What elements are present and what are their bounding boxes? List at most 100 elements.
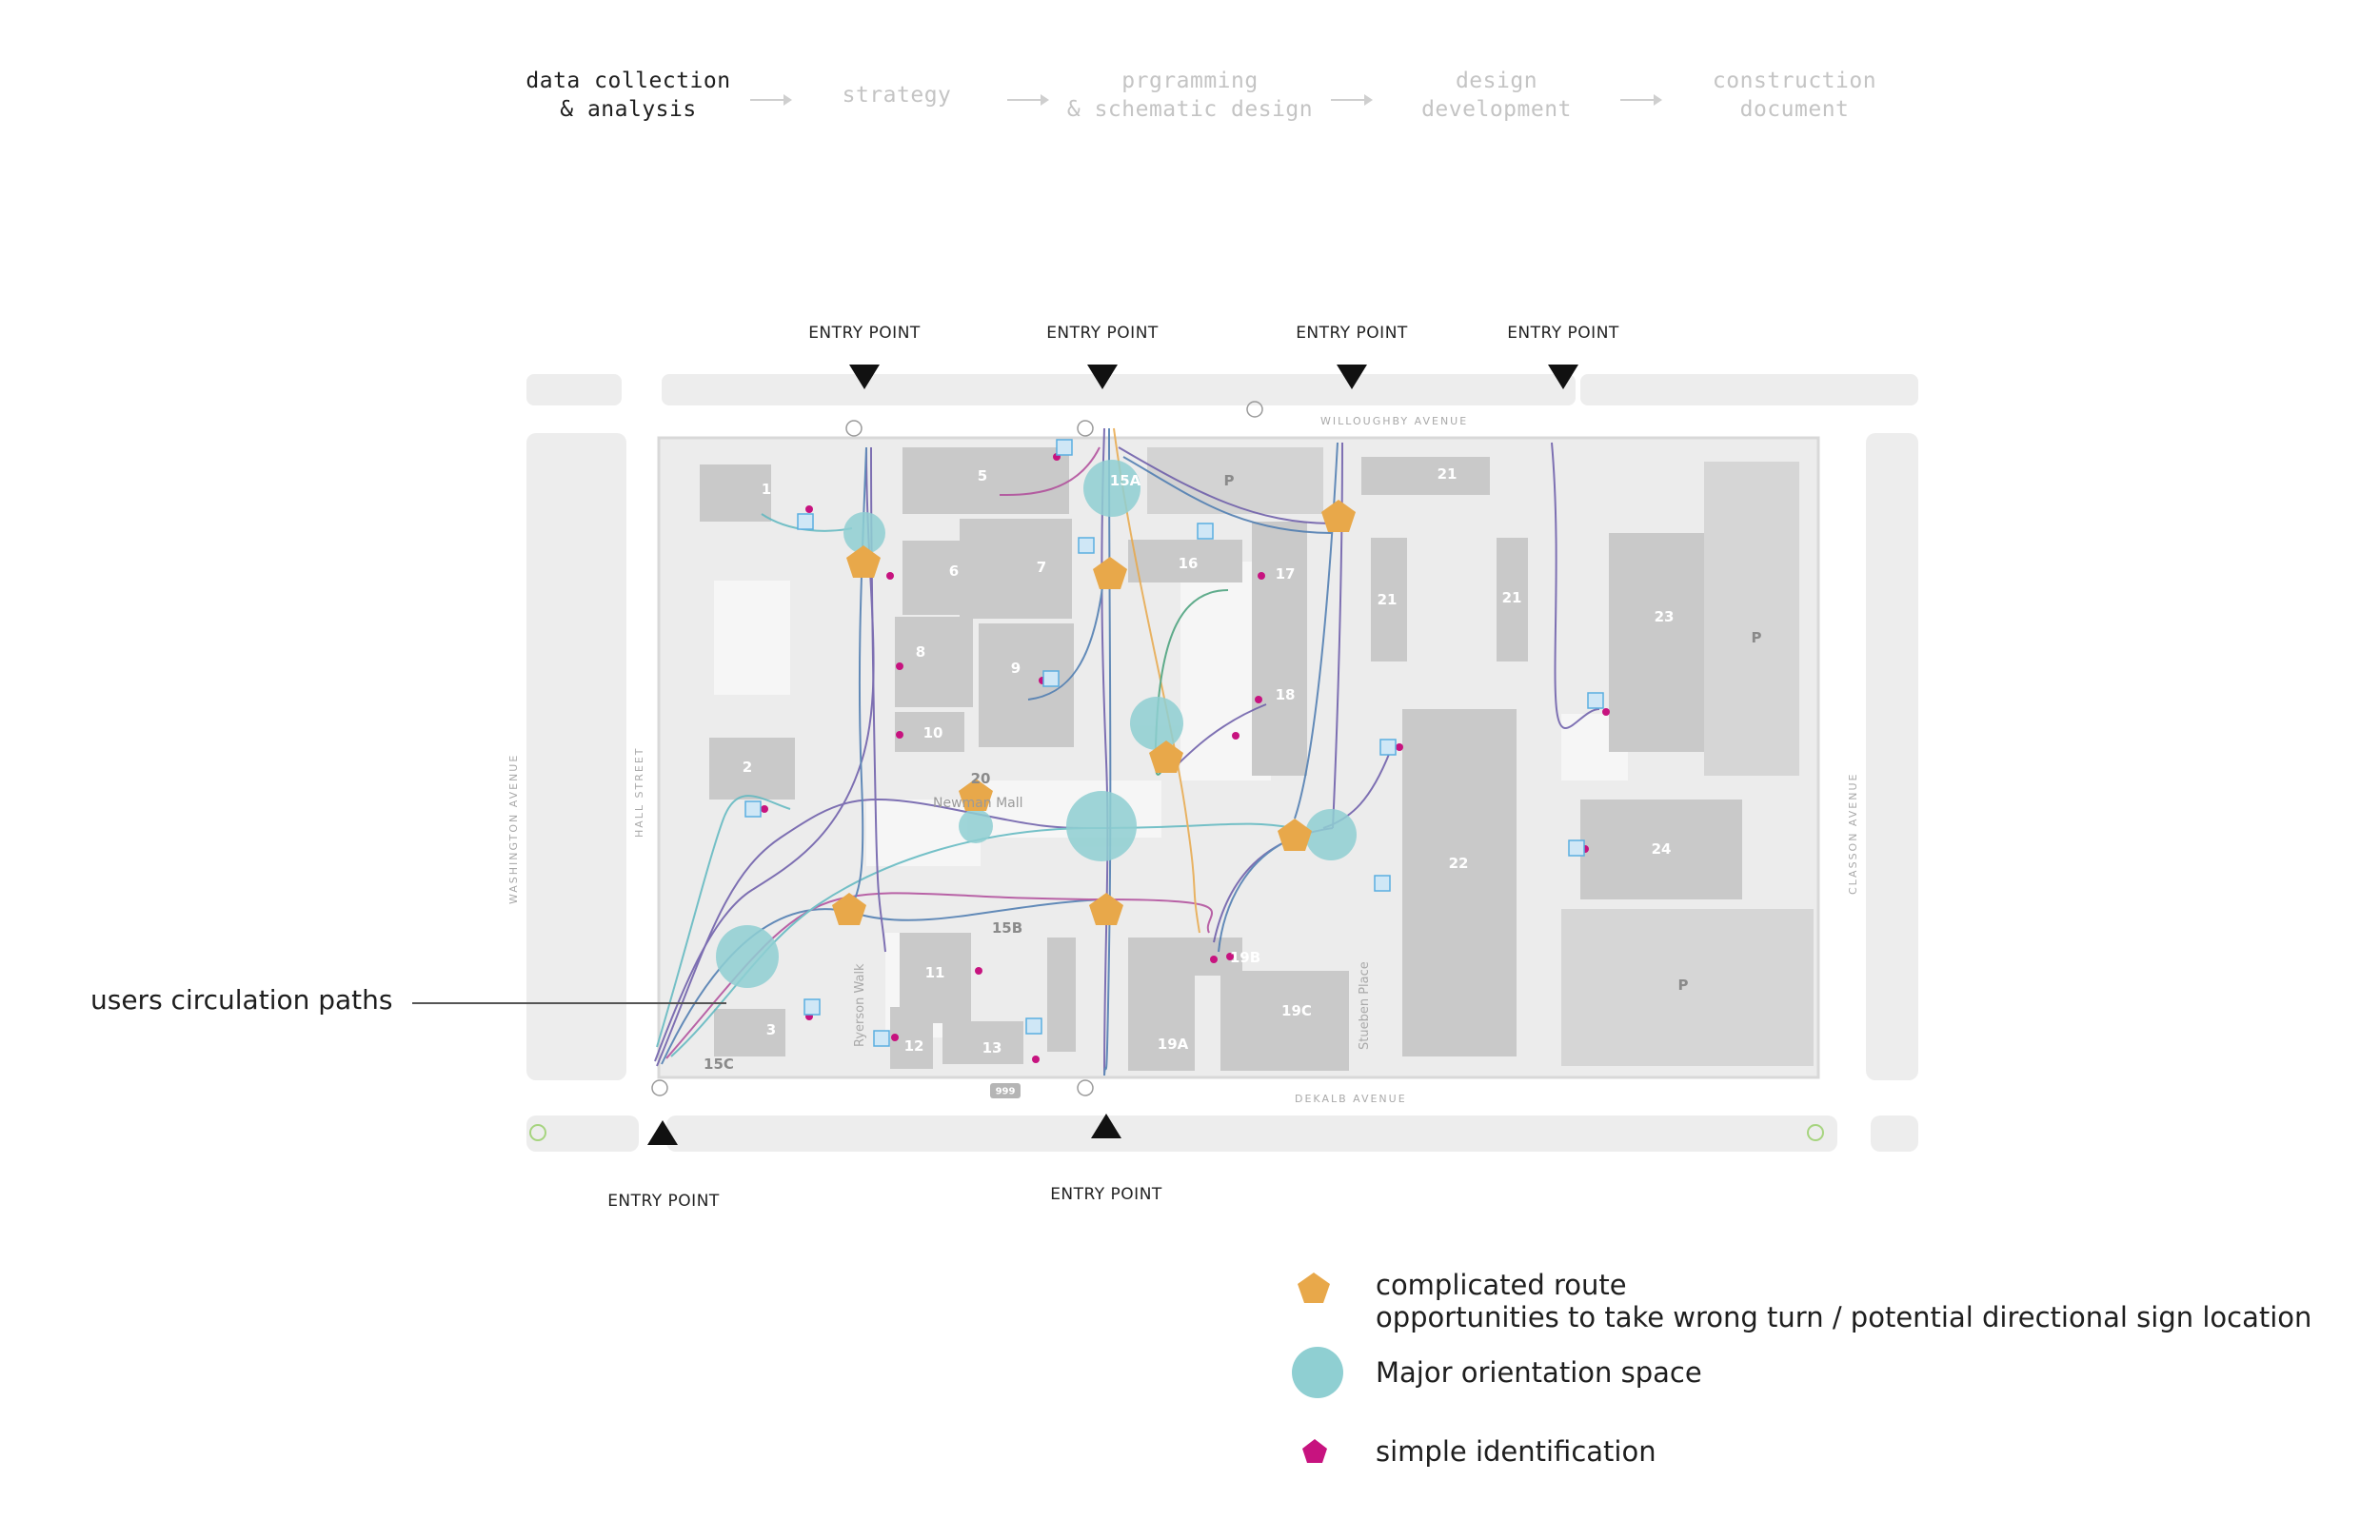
label-building-19a: 19A (1157, 1036, 1189, 1053)
label-building-6: 6 (948, 563, 960, 580)
entry-point-label: ENTRY POINT (607, 1192, 720, 1211)
label-building-12: 12 (903, 1037, 924, 1055)
step-programming: prgramming & schematic design (1066, 69, 1314, 122)
building-15b-wing (1047, 938, 1076, 1052)
building-9 (979, 623, 1074, 747)
circulation-paths-callout: users circulation paths (90, 984, 393, 1016)
orientation-spaces (716, 460, 1357, 988)
block (1871, 1116, 1918, 1152)
route-999-sign (990, 1083, 1021, 1098)
block (662, 374, 1576, 405)
legend-complicated-title: complicated route (1376, 1269, 1627, 1301)
block (526, 1116, 639, 1152)
entry-point-arrow (1091, 1114, 1121, 1138)
block (526, 374, 622, 405)
step-data-collection: data collection & analysis (526, 69, 731, 122)
street-classon: CLASSON AVENUE (1847, 772, 1859, 895)
label-building-16: 16 (1178, 555, 1199, 572)
bus-markers (529, 1124, 1824, 1141)
small-pentagon-icon (1302, 1439, 1327, 1463)
building-16 (1128, 540, 1242, 582)
entry-point-arrow (647, 1120, 678, 1145)
label-building-20: 20 (970, 770, 991, 787)
street-ryerson: Ryerson Walk (853, 963, 867, 1047)
entry-point-label: ENTRY POINT (1050, 1185, 1162, 1204)
block (526, 433, 626, 1080)
street-hall: HALL STREET (633, 746, 645, 838)
street-stueben: Stueben Place (1358, 961, 1372, 1050)
accessible-icons (744, 439, 1604, 1047)
street-willoughby: WILLOUGHBY AVENUE (1320, 415, 1469, 427)
label-building-1: 1 (761, 481, 772, 498)
label-building-5: 5 (977, 467, 988, 484)
label-parking: P (1677, 977, 1689, 994)
label-building-9: 9 (1010, 660, 1021, 677)
step-construction-document: construction document (1712, 69, 1877, 122)
label-building-17: 17 (1275, 565, 1296, 582)
entry-point-label: ENTRY POINT (1046, 324, 1159, 343)
label-building-24: 24 (1651, 840, 1672, 858)
process-steps: data collection & analysis strategy prgr… (0, 67, 2380, 143)
building-5 (902, 447, 1069, 514)
parking-2 (1704, 462, 1799, 776)
street-newman: Newman Mall (933, 796, 1023, 811)
entry-point-arrow (849, 365, 880, 389)
block (1580, 374, 1918, 405)
label-building-19c: 19C (1281, 1002, 1312, 1019)
street-blocks (526, 374, 1918, 1152)
label-building-7: 7 (1036, 559, 1047, 576)
parking-1 (1147, 447, 1323, 514)
entry-point-label: ENTRY POINT (1507, 324, 1619, 343)
building-7 (960, 519, 1072, 619)
label-route-999: 999 (995, 1086, 1016, 1097)
metro-markers (651, 401, 1263, 1096)
complicated-routes (832, 500, 1356, 925)
label-building-18: 18 (1275, 686, 1296, 703)
entry-point-arrow (1548, 365, 1578, 389)
label-building-11: 11 (924, 964, 945, 981)
step-arrow (1620, 94, 1662, 106)
label-building-15a: 15A (1109, 472, 1141, 489)
buildings (700, 447, 1814, 1071)
label-building-3: 3 (765, 1021, 777, 1038)
label-building-2: 2 (742, 759, 753, 776)
pentagon-icon (1298, 1273, 1330, 1303)
label-building-19b: 19B (1229, 949, 1261, 966)
parking-3 (1561, 909, 1814, 1066)
street-dekalb: DEKALB AVENUE (1295, 1093, 1407, 1105)
label-building-15c: 15C (704, 1056, 734, 1073)
label-building-8: 8 (915, 643, 926, 661)
callout-leader-line (412, 1002, 726, 1004)
entry-point-label: ENTRY POINT (808, 324, 921, 343)
step-design-development: design development (1421, 69, 1572, 122)
label-building-13: 13 (982, 1039, 1002, 1056)
label-building-10: 10 (922, 724, 943, 741)
building-13 (942, 1021, 1023, 1064)
building-1 (700, 464, 771, 522)
building-8 (895, 617, 973, 707)
building-6 (902, 541, 960, 615)
building-19a (1128, 938, 1195, 1071)
building-24 (1580, 800, 1742, 899)
block (666, 1116, 1837, 1152)
circle-icon (1292, 1347, 1343, 1398)
building-22 (1402, 709, 1517, 1056)
building-21-left (1371, 538, 1407, 661)
label-building-21: 21 (1377, 591, 1398, 608)
label-building-23: 23 (1654, 608, 1675, 625)
building-21-right (1497, 538, 1528, 661)
entry-point-arrow (1337, 365, 1367, 389)
label-building-22: 22 (1448, 855, 1469, 872)
label-building-21: 21 (1501, 589, 1522, 606)
block (1866, 433, 1918, 1080)
label-parking: P (1223, 472, 1235, 489)
building-19c (1220, 971, 1349, 1071)
step-arrow (1007, 94, 1049, 106)
step-arrow (1331, 94, 1373, 106)
entry-point-label: ENTRY POINT (1296, 324, 1408, 343)
label-building-21: 21 (1437, 465, 1458, 483)
label-building-15b: 15B (991, 919, 1023, 937)
legend-orientation-text: Major orientation space (1376, 1356, 1702, 1389)
